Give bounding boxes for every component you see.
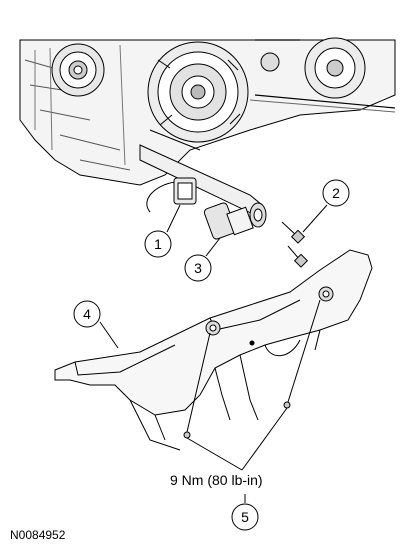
callout-5: 5 — [231, 503, 259, 531]
callout-3: 3 — [184, 254, 212, 282]
callout-4-number: 4 — [83, 306, 91, 322]
crankshaft-position-sensor — [203, 202, 267, 240]
callout-1: 1 — [144, 230, 172, 258]
shield-bolts — [183, 401, 291, 439]
sensor-connector — [146, 177, 197, 213]
sensor-bolts — [281, 221, 309, 268]
figure-id: N0084952 — [10, 528, 66, 542]
callout-2-number: 2 — [332, 185, 340, 201]
callout-1-number: 1 — [154, 236, 162, 252]
torque-specification: 9 Nm (80 lb-in) — [170, 472, 263, 488]
left-pulley — [51, 43, 105, 97]
callout-2: 2 — [322, 179, 350, 207]
callout-3-number: 3 — [194, 260, 202, 276]
center-pulley — [147, 41, 249, 143]
engine-assembly — [19, 37, 396, 216]
splash-shield — [54, 249, 373, 451]
callout-4: 4 — [73, 300, 101, 328]
right-pulley — [304, 37, 366, 99]
callout-5-number: 5 — [241, 509, 249, 525]
leader-lines — [99, 204, 328, 503]
